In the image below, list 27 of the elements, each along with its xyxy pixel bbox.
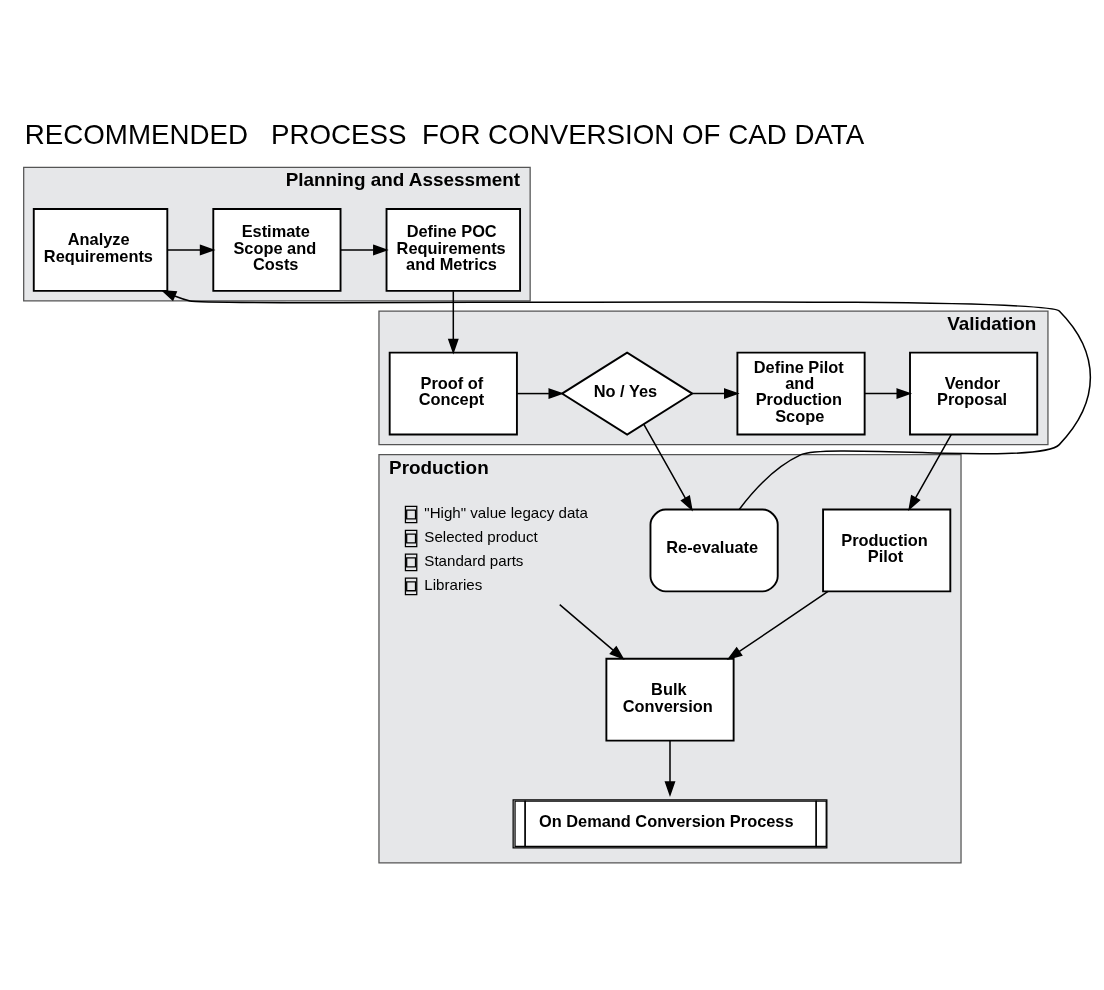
- node-label: Selected product: [424, 528, 538, 546]
- arrow: [726, 590, 829, 660]
- arrow: [664, 740, 676, 797]
- arrow: [339, 244, 389, 256]
- node-label: "High" value legacy data: [424, 504, 588, 522]
- arrow: [160, 290, 1092, 511]
- node-diamond: No / Yes: [560, 351, 695, 436]
- arrow: [908, 433, 952, 511]
- arrow: [642, 423, 693, 512]
- node-box: Vendor Proposal: [909, 351, 1039, 436]
- node-box: Bulk Conversion: [605, 657, 735, 742]
- arrow: [166, 244, 216, 256]
- node-box: Proof of Concept: [388, 351, 518, 436]
- node-box: Analyze Requirements: [32, 208, 169, 292]
- node-box: Define POC Requirements and Metrics: [385, 208, 521, 292]
- arrow: [516, 388, 565, 400]
- node-box: Define Pilot and Production Scope: [736, 351, 866, 436]
- node-label: Libraries: [424, 576, 483, 594]
- arrow: [691, 388, 740, 400]
- node-box: Estimate Scope and Costs: [212, 208, 342, 292]
- node-box: Production Pilot: [822, 508, 952, 593]
- arrow: [864, 388, 913, 400]
- diagram-title: RECOMMENDED PROCESS FOR CONVERSION OF CAD DATA: [24, 119, 865, 151]
- node-label: Standard parts: [424, 552, 524, 570]
- node-box: Re-evaluate: [649, 508, 779, 593]
- arrow: [558, 603, 625, 660]
- arrow: [447, 290, 459, 355]
